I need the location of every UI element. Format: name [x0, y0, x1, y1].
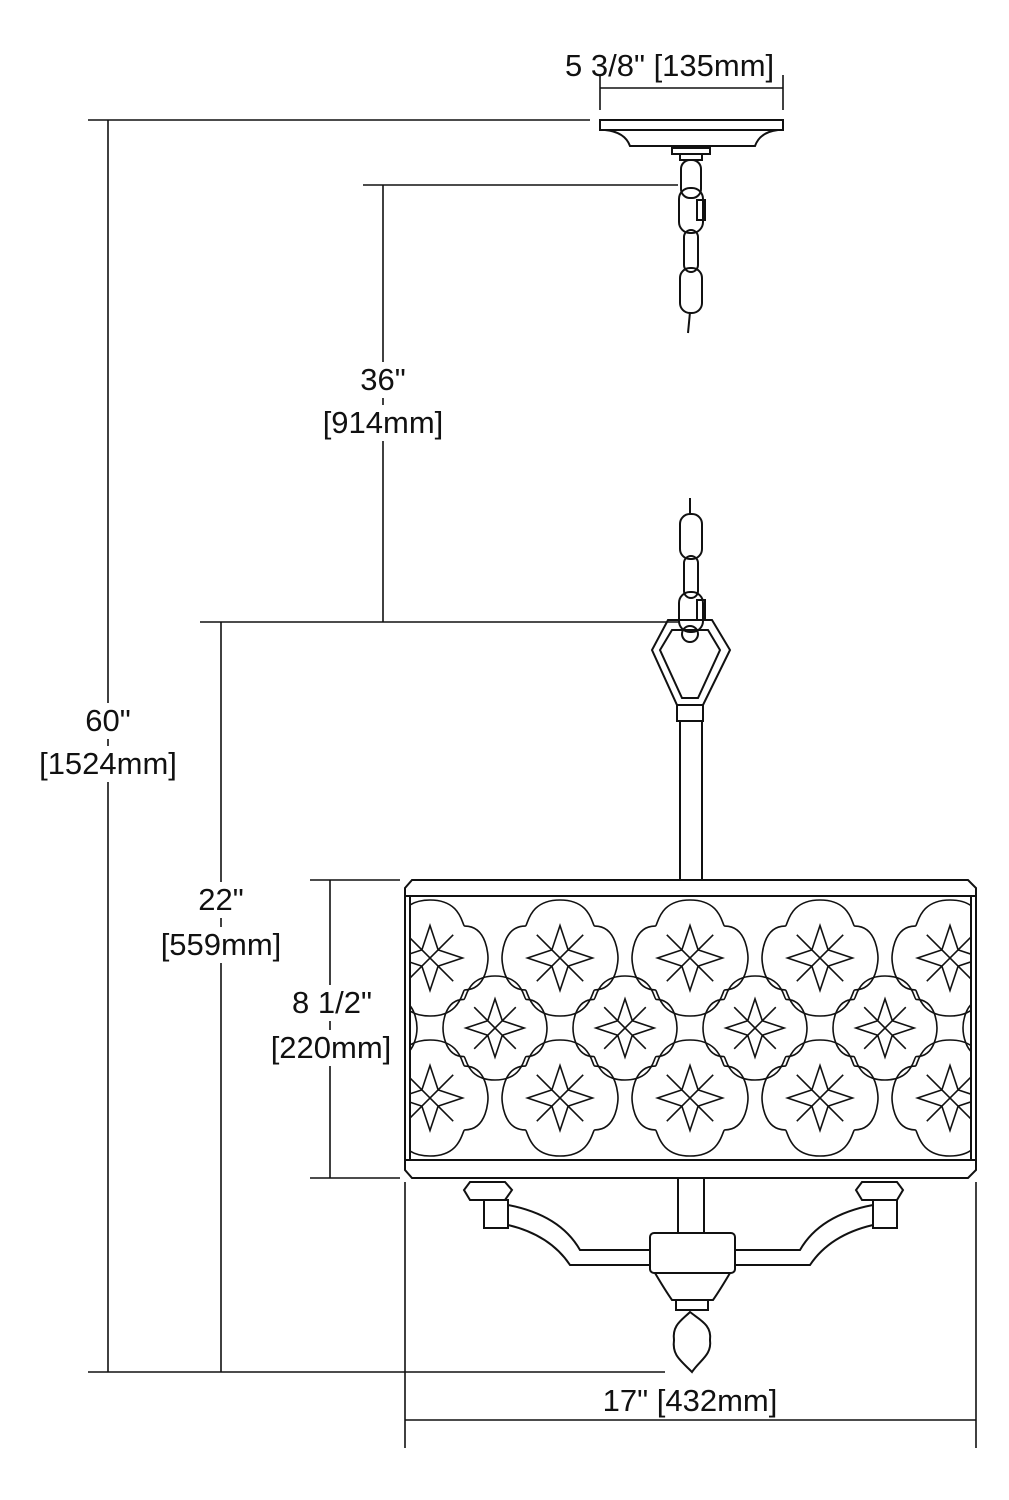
chain-length-in-label: 36": [350, 362, 416, 398]
stem: [650, 619, 732, 881]
quatrefoil-motif: [442, 975, 548, 1081]
quatrefoil-motif: [501, 1039, 619, 1157]
star-motif: [914, 1062, 972, 1134]
star-motif: [410, 1062, 466, 1134]
chain-bottom: [678, 498, 706, 643]
quatrefoil-motif: [631, 899, 749, 1017]
quatrefoil-motif: [410, 1039, 489, 1157]
fixture-height-mm-label: [559mm]: [150, 927, 292, 963]
arms-body: [462, 1177, 905, 1374]
star-motif: [654, 922, 726, 994]
canopy-width-label: 5 3/8" [135mm]: [565, 48, 775, 83]
star-motif: [914, 922, 972, 994]
dimension-lines: [88, 75, 977, 1448]
quatrefoil-motif: [761, 899, 879, 1017]
quatrefoil-motif: [501, 899, 619, 1017]
quatrefoil-motif: [832, 975, 938, 1081]
star-motif: [593, 996, 657, 1060]
chain-top: [678, 159, 706, 334]
star-motif: [723, 996, 787, 1060]
star-motif: [654, 1062, 726, 1134]
shade-height-in-label: 8 1/2": [282, 985, 382, 1021]
quatrefoil-motif: [631, 1039, 749, 1157]
star-motif: [853, 996, 917, 1060]
shade-width-label: 17" [432mm]: [585, 1383, 795, 1419]
quatrefoil-motif: [891, 1039, 972, 1157]
star-motif: [524, 922, 596, 994]
star-motif: [986, 999, 1009, 1057]
star-motif: [463, 996, 527, 1060]
drum-shade: [404, 879, 1009, 1179]
star-motif: [410, 922, 466, 994]
quatrefoil-motif: [702, 975, 808, 1081]
quatrefoil-motif: [891, 899, 972, 1017]
quatrefoil-motif: [410, 899, 489, 1017]
star-motif: [784, 1062, 856, 1134]
shade-height-mm-label: [220mm]: [259, 1030, 403, 1066]
star-motif: [524, 1062, 596, 1134]
star-motif: [784, 922, 856, 994]
quatrefoil-motif: [761, 1039, 879, 1157]
canopy: [599, 119, 784, 161]
fixture-height-in-label: 22": [188, 882, 254, 918]
overall-height-mm-label: [1524mm]: [28, 746, 188, 782]
quatrefoil-motif: [572, 975, 678, 1081]
chain-length-mm-label: [914mm]: [312, 405, 454, 441]
overall-height-in-label: 60": [75, 703, 141, 739]
quatrefoil-motif: [962, 1002, 972, 1054]
